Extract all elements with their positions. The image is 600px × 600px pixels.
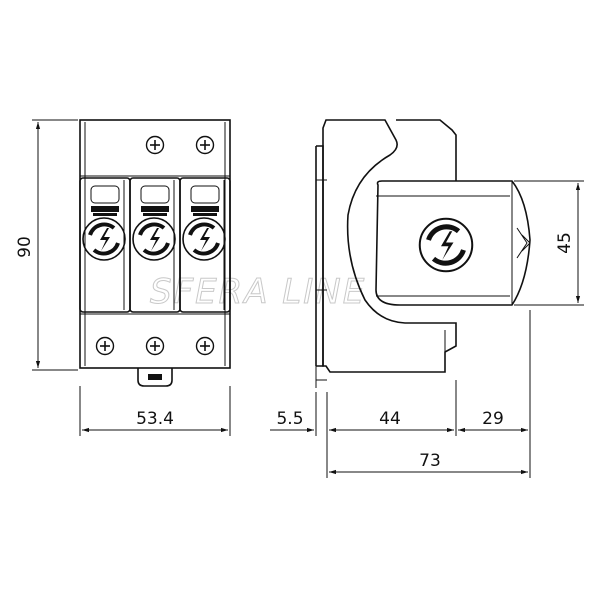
dim-label-body-depth: 44 xyxy=(379,409,401,429)
lightning-surge-icon xyxy=(81,216,127,262)
dim-width-53-4: 53.4 xyxy=(79,386,231,436)
module-1 xyxy=(79,177,131,313)
side-housing xyxy=(322,119,457,373)
screw-terminal-icon xyxy=(195,336,215,356)
screw-terminal-icon xyxy=(195,135,215,155)
screw-terminal-icon xyxy=(145,336,165,356)
watermark: SFERA LINE xyxy=(150,272,366,312)
din-clip xyxy=(137,368,173,387)
dim-label-total-depth: 73 xyxy=(419,451,441,471)
din-rail xyxy=(315,145,324,367)
front-view xyxy=(79,119,231,387)
dim-height-90: 90 xyxy=(15,119,78,371)
side-view xyxy=(315,119,531,388)
dim-height-45: 45 xyxy=(514,180,584,306)
dim-depth-row: 5.5 44 29 73 xyxy=(270,310,531,478)
side-module xyxy=(375,180,531,306)
screw-terminal-icon xyxy=(95,336,115,356)
dim-label-height: 90 xyxy=(15,236,35,258)
dim-label-module-depth: 29 xyxy=(482,409,504,429)
dim-label-rail-offset: 5.5 xyxy=(276,409,303,429)
lightning-surge-icon xyxy=(420,219,473,272)
screw-terminal-icon xyxy=(145,135,165,155)
lightning-surge-icon xyxy=(131,216,177,262)
lightning-surge-icon xyxy=(181,216,227,262)
dim-label-module-height: 45 xyxy=(555,232,575,254)
dim-label-width: 53.4 xyxy=(136,409,174,429)
module-3 xyxy=(179,177,231,313)
